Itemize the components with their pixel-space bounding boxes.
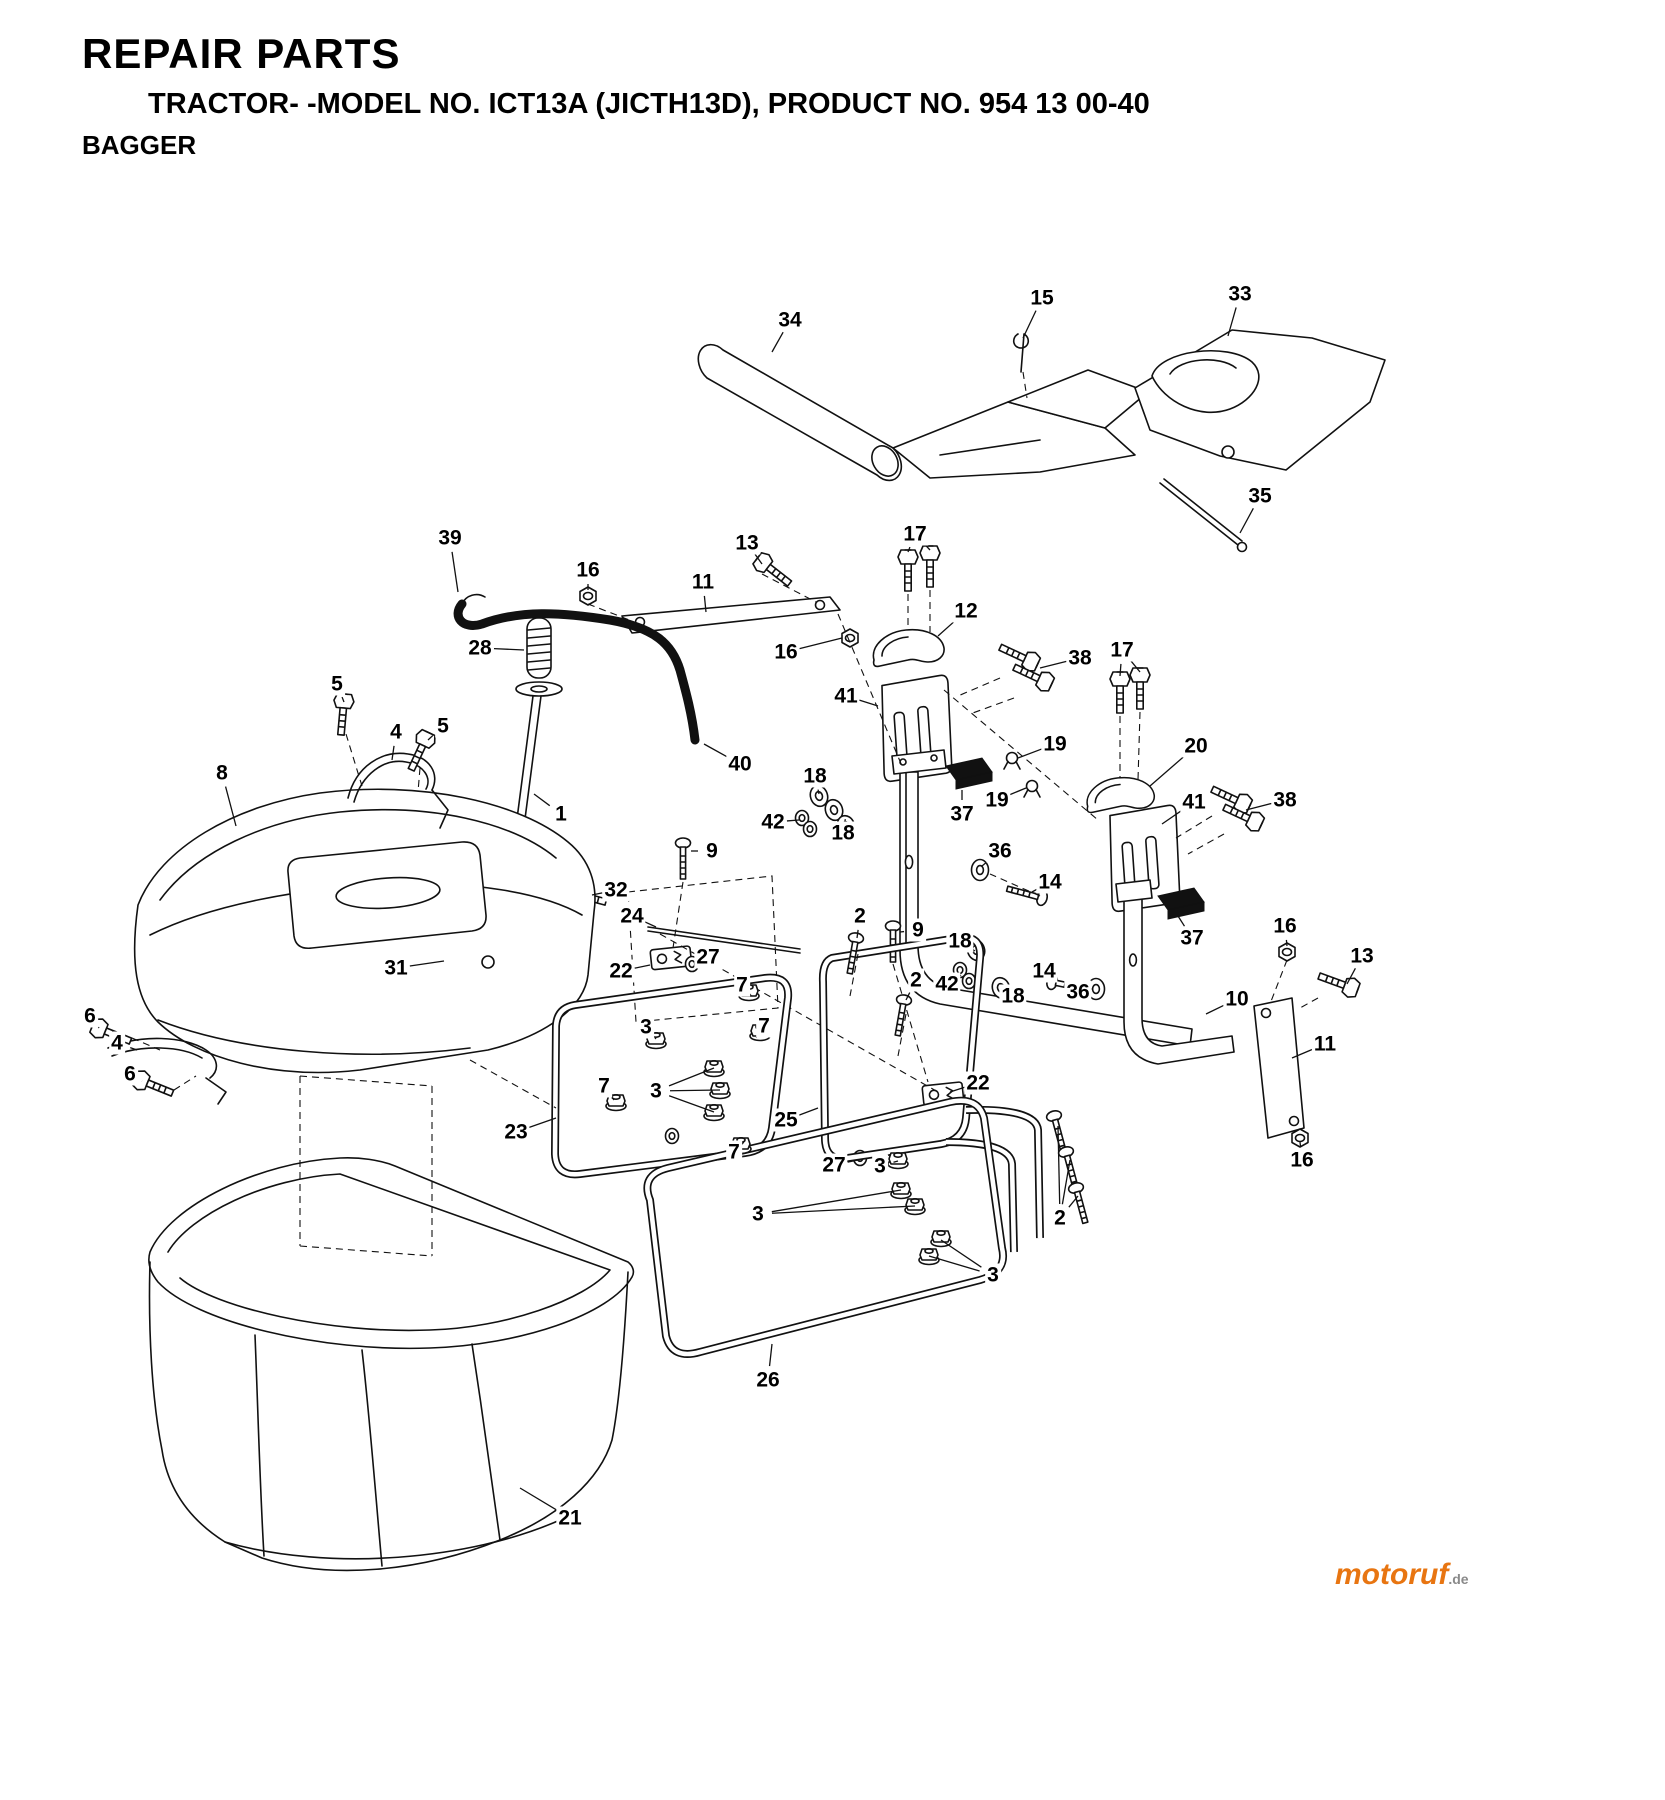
part-number-13: 13: [733, 531, 761, 555]
part-number-3: 3: [638, 1015, 654, 1039]
part-number-2: 2: [1052, 1206, 1068, 1230]
part-number-18: 18: [829, 821, 857, 845]
part-number-8: 8: [214, 761, 230, 785]
part-number-37: 37: [948, 802, 976, 826]
part-number-32: 32: [602, 878, 630, 902]
part-number-17: 17: [901, 522, 929, 546]
part-number-7: 7: [596, 1074, 612, 1098]
part-number-38: 38: [1066, 646, 1094, 670]
part-number-4: 4: [109, 1031, 125, 1055]
part-number-25: 25: [772, 1108, 800, 1132]
support-arm-right-10: [1115, 879, 1235, 1065]
grass-bag-21: [148, 1157, 635, 1572]
part-number-3: 3: [872, 1154, 888, 1178]
part-number-9: 9: [704, 839, 720, 863]
part-number-18: 18: [999, 984, 1027, 1008]
part-number-3: 3: [750, 1202, 766, 1226]
part-number-16: 16: [574, 558, 602, 582]
part-number-11: 11: [689, 570, 717, 594]
part-number-12: 12: [952, 599, 980, 623]
watermark-brand: motoruf: [1335, 1558, 1449, 1591]
part-number-5: 5: [329, 672, 345, 696]
watermark-tld: .de: [1448, 1571, 1469, 1587]
part-number-1: 1: [553, 802, 569, 826]
part-number-35: 35: [1246, 484, 1274, 508]
part-number-33: 33: [1226, 282, 1254, 306]
part-number-10: 10: [1223, 987, 1251, 1011]
part-number-7: 7: [734, 973, 750, 997]
page-title: REPAIR PARTS: [82, 30, 401, 77]
part-number-42: 42: [933, 972, 961, 996]
part-number-42: 42: [759, 810, 787, 834]
chute-body: [892, 369, 1149, 479]
part-number-39: 39: [436, 526, 464, 550]
part-number-38: 38: [1271, 788, 1299, 812]
cap-37a: [945, 757, 993, 790]
section-title: BAGGER: [82, 130, 197, 160]
cotter-pin-15: [1012, 333, 1030, 399]
support-arm-left: [891, 749, 1193, 1047]
part-number-14: 14: [1030, 959, 1058, 983]
chute-handle-tube-34: [697, 343, 903, 482]
part-number-27: 27: [694, 945, 722, 969]
part-number-13: 13: [1348, 944, 1376, 968]
part-number-5: 5: [435, 714, 451, 738]
cap-37b: [1157, 887, 1205, 920]
part-number-36: 36: [986, 839, 1014, 863]
bagger-lid-8: [133, 788, 596, 1074]
part-number-31: 31: [382, 956, 410, 980]
part-number-7: 7: [756, 1014, 772, 1038]
part-number-19: 19: [983, 788, 1011, 812]
part-number-6: 6: [122, 1062, 138, 1086]
part-number-26: 26: [754, 1368, 782, 1392]
part-number-4: 4: [388, 720, 404, 744]
part-number-15: 15: [1028, 286, 1056, 310]
chute-cover-33: [1134, 329, 1386, 471]
part-number-16: 16: [1288, 1148, 1316, 1172]
bag-frame-26: [643, 1096, 1007, 1358]
model-subtitle: TRACTOR- -MODEL NO. ICT13A (JICTH13D), P…: [148, 88, 1150, 120]
part-number-41: 41: [832, 684, 860, 708]
strap-11-right: [1253, 997, 1305, 1139]
part-number-16: 16: [772, 640, 800, 664]
part-number-24: 24: [618, 904, 646, 928]
part-number-27: 27: [820, 1153, 848, 1177]
part-number-2: 2: [852, 904, 868, 928]
part-number-40: 40: [726, 752, 754, 776]
part-number-21: 21: [556, 1506, 584, 1530]
part-number-37: 37: [1178, 926, 1206, 950]
bag-support-tube-39-40: [453, 593, 700, 745]
latch-rod-24: [647, 926, 801, 954]
part-number-36: 36: [1064, 980, 1092, 1004]
rod-35: [1159, 478, 1248, 553]
part-number-28: 28: [466, 636, 494, 660]
part-number-3: 3: [648, 1079, 664, 1103]
part-number-7: 7: [726, 1140, 742, 1164]
part-number-17: 17: [1108, 638, 1136, 662]
watermark: motoruf.de: [1335, 1558, 1469, 1592]
part-number-41: 41: [1180, 790, 1208, 814]
grip-28: [515, 617, 563, 697]
part-number-20: 20: [1182, 734, 1210, 758]
part-number-18: 18: [946, 929, 974, 953]
part-number-22: 22: [964, 1071, 992, 1095]
part-number-16: 16: [1271, 914, 1299, 938]
part-number-18: 18: [801, 764, 829, 788]
part-number-6: 6: [82, 1004, 98, 1028]
part-number-3: 3: [985, 1263, 1001, 1287]
part-number-9: 9: [910, 918, 926, 942]
part-number-19: 19: [1041, 732, 1069, 756]
part-number-2: 2: [908, 968, 924, 992]
part-number-11: 11: [1311, 1032, 1339, 1056]
part-number-14: 14: [1036, 870, 1064, 894]
lid-handle-4-top: [347, 752, 449, 829]
part-number-22: 22: [607, 959, 635, 983]
part-number-34: 34: [776, 308, 804, 332]
part-number-23: 23: [502, 1120, 530, 1144]
